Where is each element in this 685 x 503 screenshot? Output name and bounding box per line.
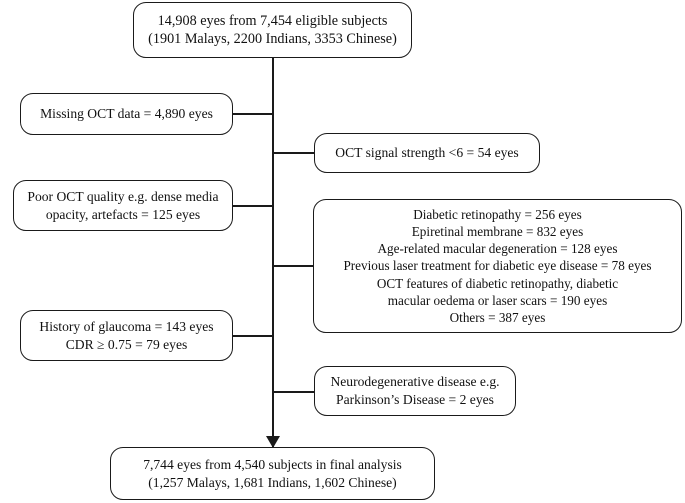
node-line: 14,908 eyes from 7,454 eligible subjects bbox=[157, 12, 388, 29]
node-line: Parkinson’s Disease = 2 eyes bbox=[336, 392, 494, 407]
connector-glaucoma bbox=[233, 335, 273, 338]
node-line: (1,257 Malays, 1,681 Indians, 1,602 Chin… bbox=[148, 474, 397, 490]
node-line: Age-related macular degeneration = 128 e… bbox=[377, 241, 618, 257]
node-line: Others = 387 eyes bbox=[449, 309, 546, 325]
node-missing-oct-data: Missing OCT data = 4,890 eyes bbox=[20, 93, 233, 135]
connector-poor-quality bbox=[233, 205, 273, 208]
node-line: History of glaucoma = 143 eyes bbox=[39, 318, 214, 334]
connector-neuro bbox=[272, 391, 314, 394]
node-line: macular oedema or laser scars = 190 eyes bbox=[387, 292, 608, 308]
connector-missing-oct bbox=[233, 113, 273, 116]
node-eligible-subjects: 14,908 eyes from 7,454 eligible subjects… bbox=[133, 2, 412, 58]
main-trunk-line bbox=[272, 58, 275, 447]
node-oct-signal-strength: OCT signal strength <6 = 54 eyes bbox=[314, 133, 540, 173]
node-line: Poor OCT quality e.g. dense media bbox=[27, 188, 219, 204]
node-poor-oct-quality: Poor OCT quality e.g. dense media opacit… bbox=[13, 180, 233, 231]
connector-eye-disease bbox=[272, 265, 314, 268]
node-line: (1901 Malays, 2200 Indians, 3353 Chinese… bbox=[148, 31, 397, 47]
node-ocular-disease-exclusions: Diabetic retinopathy = 256 eyes Epiretin… bbox=[313, 199, 682, 333]
node-line: opacity, artefacts = 125 eyes bbox=[45, 206, 201, 222]
node-final-analysis: 7,744 eyes from 4,540 subjects in final … bbox=[110, 447, 435, 500]
node-history-of-glaucoma: History of glaucoma = 143 eyes CDR ≥ 0.7… bbox=[20, 310, 233, 361]
node-line: Neurodegenerative disease e.g. bbox=[330, 374, 500, 390]
node-line: OCT features of diabetic retinopathy, di… bbox=[376, 275, 619, 291]
node-line: Missing OCT data = 4,890 eyes bbox=[40, 106, 213, 122]
node-line: Epiretinal membrane = 832 eyes bbox=[411, 224, 584, 240]
node-line: OCT signal strength <6 = 54 eyes bbox=[335, 145, 519, 161]
node-line: Diabetic retinopathy = 256 eyes bbox=[413, 206, 582, 222]
node-line: Previous laser treatment for diabetic ey… bbox=[343, 258, 652, 274]
node-line: 7,744 eyes from 4,540 subjects in final … bbox=[143, 456, 402, 472]
node-line: CDR ≥ 0.75 = 79 eyes bbox=[65, 336, 188, 352]
connector-signal-strength bbox=[272, 152, 314, 155]
node-neurodegenerative-disease: Neurodegenerative disease e.g. Parkinson… bbox=[314, 366, 516, 416]
trunk-arrowhead-icon bbox=[266, 436, 280, 448]
